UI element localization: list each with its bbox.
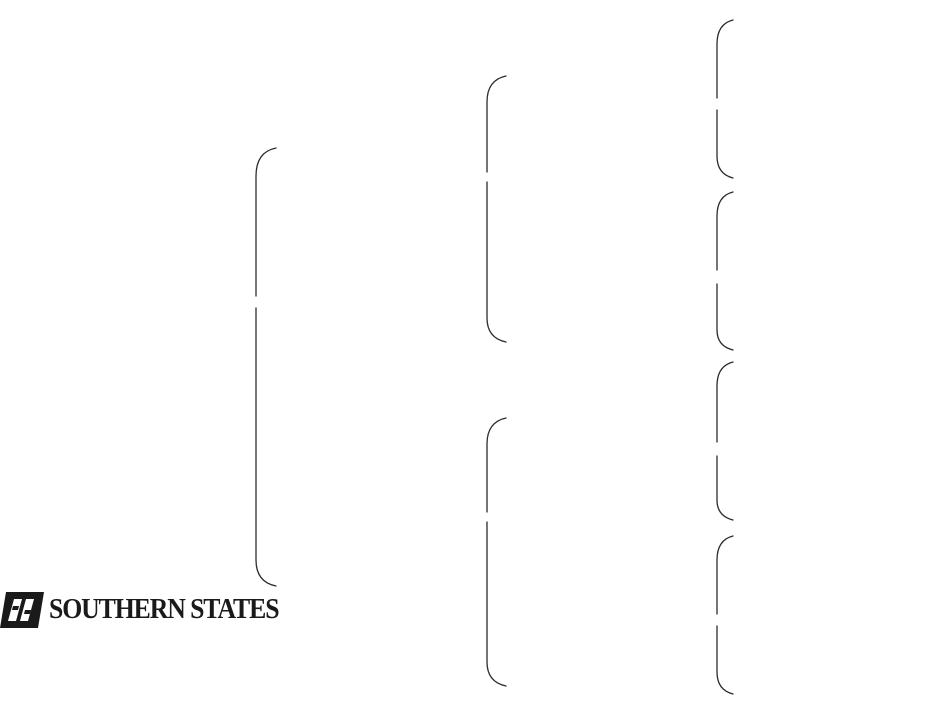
bracket-1	[716, 19, 734, 179]
bracket-2	[716, 191, 734, 351]
root-bracket	[255, 147, 277, 587]
upper-bracket	[486, 75, 507, 343]
lower-bracket	[486, 417, 507, 687]
southern-states-logo-mark-icon	[0, 592, 44, 628]
brand-name: SOUTHERN STATES	[49, 594, 280, 625]
southern-states-logo: SOUTHERN STATES	[0, 588, 330, 634]
bracket-4	[716, 535, 734, 695]
bracket-3	[716, 361, 734, 521]
